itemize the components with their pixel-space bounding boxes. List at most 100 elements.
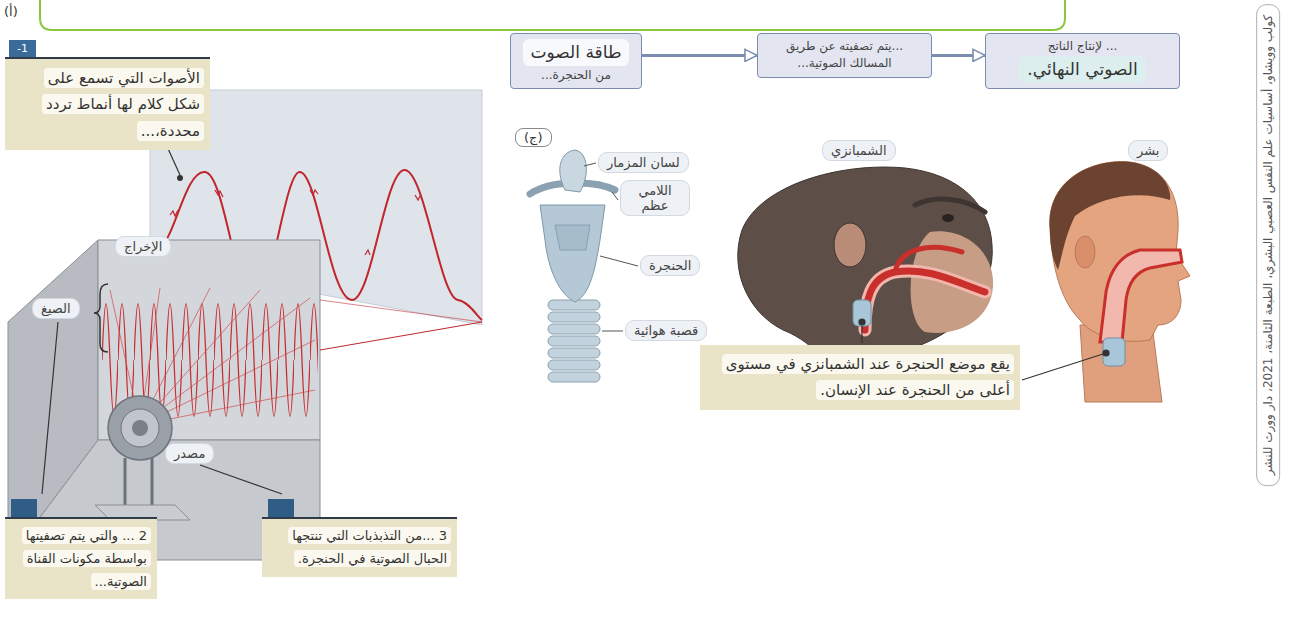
leader-line — [200, 465, 282, 494]
callout-box: 3 ...من التذبذبات التي تنتجها الحبال الص… — [262, 517, 457, 577]
node-text: 2 ... والتي يتم تصفيتها بواسطة مكونات ال… — [22, 527, 151, 590]
source-citation-text: كولب وويشاو، أساسيات علم النفس العصبي ال… — [1261, 15, 1275, 475]
part-label: الحنجرة — [640, 255, 700, 276]
larynx-illustration — [540, 205, 605, 302]
leader-line — [600, 256, 638, 266]
panel-letter-text: (ج) — [524, 130, 543, 145]
larynx-illustration — [548, 372, 600, 382]
chimpanzee-head — [915, 199, 985, 212]
text-block: يقع موضع الحنجرة عند الشمبانزي في مستوى … — [706, 351, 1014, 404]
leader-line — [1022, 354, 1103, 380]
part-label: قصبة هوائية — [625, 320, 707, 341]
resonance-box — [8, 240, 482, 560]
human-head — [1050, 162, 1190, 402]
callout-box: يقع موضع الحنجرة عند الشمبانزي في مستوى … — [700, 345, 1020, 410]
text-block: من الحنجرة... — [519, 67, 633, 84]
resonance-box — [94, 284, 108, 352]
leader-line — [612, 192, 618, 200]
speaker-source — [132, 420, 148, 436]
part-label-text: اللامي عظم — [638, 183, 671, 213]
leader-line — [861, 326, 862, 343]
source-citation: كولب وويشاو، أساسيات علم النفس العصبي ال… — [1256, 4, 1280, 486]
node-text: الصوتي النهائي. — [1019, 56, 1145, 83]
leader-line — [177, 175, 183, 181]
larynx-illustration — [548, 336, 600, 346]
node-text: يقع موضع الحنجرة عند الشمبانزي في مستوى … — [722, 354, 1014, 400]
leader-line — [584, 163, 596, 166]
chimpanzee-head — [853, 300, 871, 326]
human-head — [1050, 162, 1190, 342]
part-label-text: الحنجرة — [649, 258, 691, 273]
human-head — [1075, 236, 1095, 268]
text-block: ...يتم تصفيته عن طريق المسالك الصوتية... — [766, 38, 923, 73]
process-box: ... لإنتاج الناتج الصوتي النهائي. — [985, 33, 1180, 89]
chimpanzee-head — [865, 271, 985, 330]
text-block: 3 ...من التذبذبات التي تنتجها الحبال الص… — [268, 525, 451, 571]
callout-box: 2 ... والتي يتم تصفيتها بواسطة مكونات ال… — [5, 517, 157, 599]
text-block: ... لإنتاج الناتج — [994, 38, 1171, 55]
text-block: 2 ... والتي يتم تصفيتها بواسطة مكونات ال… — [11, 525, 151, 593]
larynx-illustration — [548, 348, 600, 358]
panel-letter-text: (أ) — [4, 4, 18, 19]
larynx-illustration — [548, 324, 600, 334]
text-block: الصوتي النهائي. — [994, 55, 1171, 84]
panel-letter: (أ) — [4, 4, 18, 19]
leader-line — [602, 331, 623, 332]
part-label: مصدر — [165, 443, 214, 464]
leader-line — [859, 319, 865, 325]
larynx-illustration — [530, 150, 615, 382]
chimpanzee-head — [942, 214, 954, 222]
process-box: ...يتم تصفيته عن طريق المسالك الصوتية... — [757, 33, 932, 78]
text-block: طاقة الصوت — [519, 38, 633, 67]
node-text: 3 ...من التذبذبات التي تنتجها الحبال الص… — [288, 527, 451, 567]
speaker-source — [151, 458, 154, 507]
part-label-text: قصبة هوائية — [634, 323, 698, 338]
top-frame — [40, 0, 1065, 30]
larynx-illustration — [548, 312, 600, 322]
resonance-box — [320, 322, 482, 350]
part-label: اللامي عظم — [620, 180, 690, 216]
flow-arrow — [642, 54, 757, 57]
figure-label-text: الشمبانزي — [831, 143, 887, 158]
process-box: طاقة الصوت من الحنجرة... — [510, 33, 642, 89]
figure-label: بشر — [1128, 140, 1168, 161]
node-text: ...يتم تصفيته عن طريق المسالك الصوتية... — [786, 39, 903, 70]
chimpanzee-head — [865, 271, 985, 330]
text-block: الأصوات التي تسمع على شكل كلام لها أنماط… — [5, 57, 210, 150]
part-label-text: الصيغ — [41, 301, 71, 316]
resonance-box — [140, 298, 310, 425]
top-frame — [40, 0, 1065, 30]
figure-label: الشمبانزي — [822, 140, 896, 161]
node-text: ... لإنتاج الناتج — [1048, 39, 1118, 53]
flow-arrow — [932, 54, 985, 57]
resonance-box — [320, 300, 482, 322]
node-text: طاقة الصوت — [523, 39, 630, 66]
leader-line — [1103, 350, 1109, 356]
leader-line — [42, 322, 282, 494]
human-head — [1100, 250, 1182, 342]
speaker-source — [108, 396, 172, 460]
speaker-source — [121, 409, 159, 447]
part-label: الإخراج — [115, 236, 171, 257]
callout-number: 1- — [9, 40, 36, 57]
larynx-illustration — [555, 225, 590, 250]
part-label: لسان المزمار — [598, 152, 689, 173]
panel-letter: (ج) — [515, 128, 552, 147]
chimpanzee-head — [895, 247, 962, 272]
part-label-text: الإخراج — [124, 239, 162, 254]
node-text: من الحنجرة... — [541, 68, 611, 82]
larynx-illustration — [560, 150, 587, 192]
larynx-illustration — [548, 360, 600, 370]
part-label: الصيغ — [32, 298, 80, 319]
part-label-text: لسان المزمار — [607, 155, 680, 170]
callout-box: 1- الأصوات التي تسمع على شكل كلام لها أنم… — [5, 38, 210, 150]
chimpanzee-head — [834, 223, 866, 267]
part-label-text: مصدر — [174, 446, 205, 461]
human-head — [1103, 338, 1125, 366]
node-text: الأصوات التي تسمع على شكل كلام لها أنماط… — [42, 68, 204, 141]
leader-line — [42, 322, 58, 494]
figure-label-text: بشر — [1137, 143, 1159, 158]
speaker-source — [124, 458, 127, 507]
